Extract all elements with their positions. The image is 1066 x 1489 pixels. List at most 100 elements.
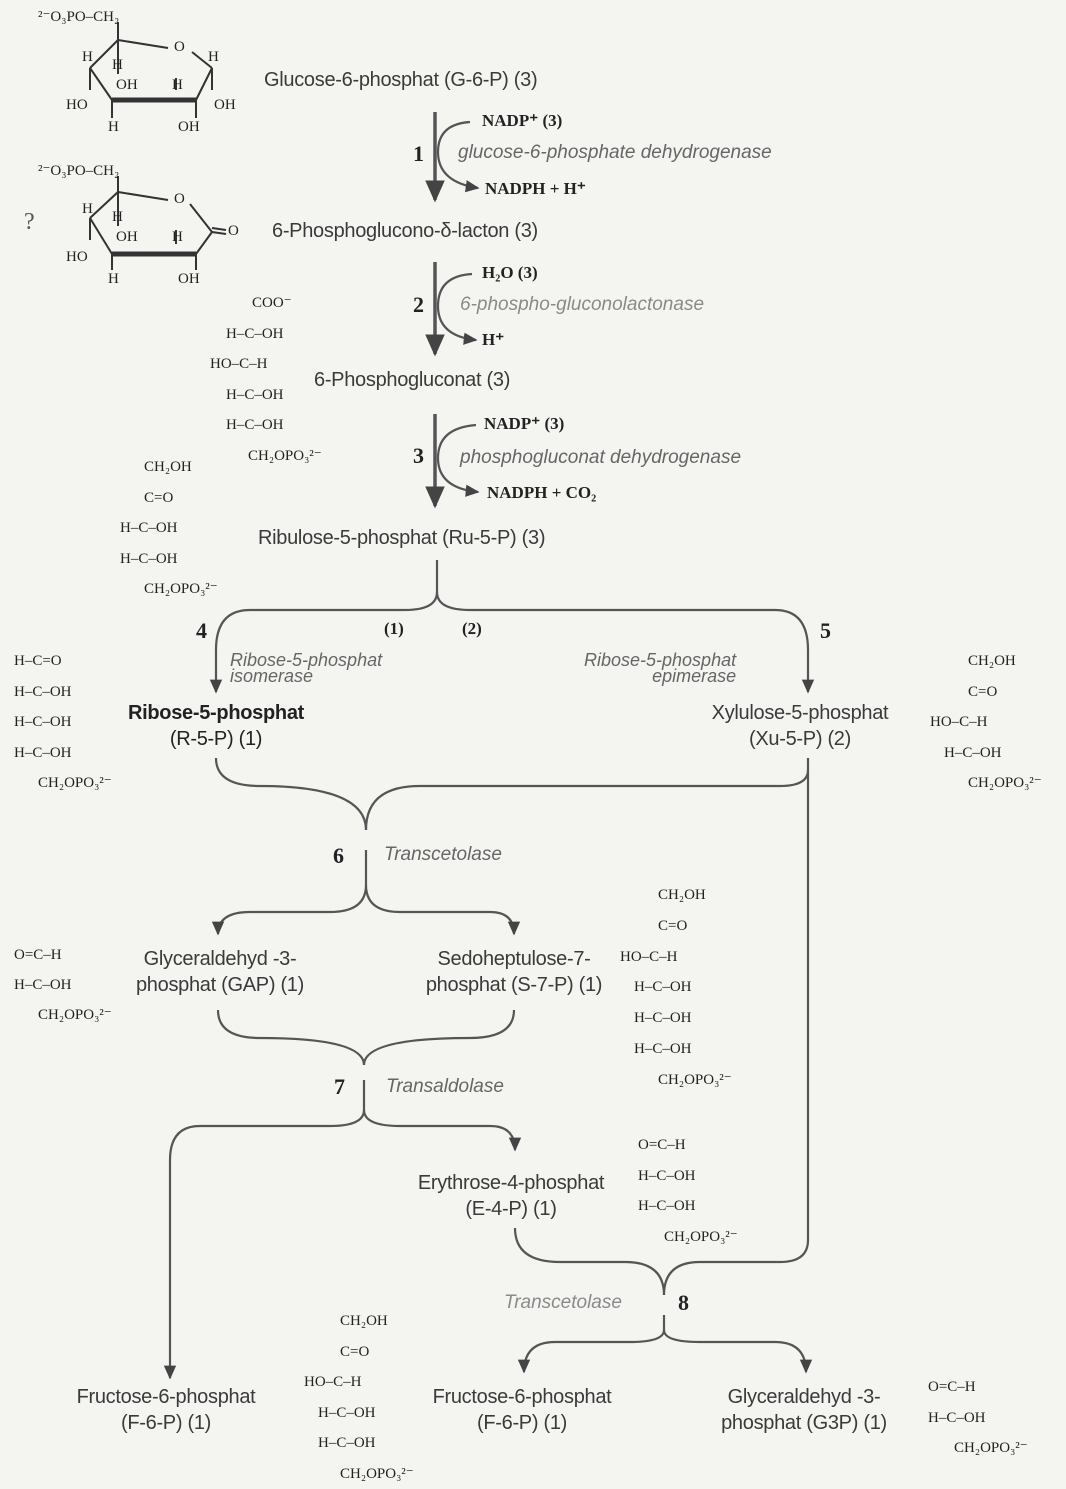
e4p-line1: Erythrose-4-phosphat <box>398 1170 624 1196</box>
struct-line: H–C–OH <box>226 410 322 441</box>
structure-gluconat: COO⁻ H–C–OH HO–C–H H–C–OH H–C–OH CH₂OPO₃… <box>226 288 322 471</box>
split-8-left-arrow <box>524 1315 664 1372</box>
g6p-atom: H <box>172 78 183 93</box>
structure-e4p: O=C–H H–C–OH H–C–OH CH₂OPO₃²⁻ <box>638 1130 738 1252</box>
lacton-label: 6-Phosphoglucono-δ-lacton (3) <box>272 221 538 241</box>
struct-line: C=O <box>930 677 1042 708</box>
struct-line: H–C–OH <box>620 972 732 1003</box>
enzyme-6: Transcetolase <box>384 845 502 864</box>
structure-s7p: CH₂OH C=O HO–C–H H–C–OH H–C–OH H–C–OH CH… <box>620 880 732 1096</box>
step-8-number: 8 <box>678 1292 689 1314</box>
f6p-mid-line1: Fructose-6-phosphat <box>412 1384 632 1410</box>
struct-line: CH₂OH <box>120 452 218 483</box>
structure-gap: O=C–H H–C–OH CH₂OPO₃²⁻ <box>14 940 112 1030</box>
step1-nadp-in: NADP⁺ (3) <box>482 112 562 129</box>
g6p-atom: H <box>108 120 119 135</box>
lacton-atom: H <box>82 202 93 217</box>
struct-line: H–C–OH <box>120 513 218 544</box>
enzyme-1: glucose-6-phosphate dehydrogenase <box>458 143 772 162</box>
struct-line: CH₂OPO₃²⁻ <box>226 441 322 472</box>
s7p-line1: Sedoheptulose-7- <box>398 946 630 972</box>
split-8-right-arrow <box>664 1330 806 1372</box>
enzyme-4: Ribose-5-phosphat isomerase <box>230 652 382 684</box>
g6p-atom: HO <box>66 98 88 113</box>
enzyme-7: Transaldolase <box>386 1077 504 1096</box>
step-3-number: 3 <box>413 445 424 467</box>
g6p-atom: OH <box>178 120 200 135</box>
step1-nadph-out: NADPH + H⁺ <box>485 180 586 197</box>
enzyme-3: phosphogluconat dehydrogenase <box>460 448 741 467</box>
g6p-atom: H <box>112 58 123 73</box>
struct-line: HO–C–H <box>210 349 322 380</box>
struct-line: HO–C–H <box>930 707 1042 738</box>
r5p-name: Ribose-5-phosphat <box>106 700 326 726</box>
struct-line: H–C–OH <box>14 707 112 738</box>
struct-line: H–C–OH <box>14 677 112 708</box>
struct-line: CH₂OPO₃²⁻ <box>14 768 112 799</box>
gap-line2: phosphat (GAP) (1) <box>110 972 330 998</box>
structure-f6p: CH₂OH C=O HO–C–H H–C–OH H–C–OH CH₂OPO₃²⁻ <box>304 1306 414 1489</box>
step-5-number: 5 <box>820 620 831 642</box>
branch-label-left: (1) <box>384 620 404 637</box>
lacton-atom: O <box>228 224 239 239</box>
s7p-line2: phosphat (S-7-P) (1) <box>398 972 630 998</box>
gap-line1: Glyceraldehyd -3- <box>110 946 330 972</box>
g6p-atom: O <box>174 40 185 55</box>
enzyme-5-line2: epimerase <box>584 668 736 684</box>
struct-line: H–C–OH <box>226 319 322 350</box>
xu5p-abbr: (Xu-5-P) (2) <box>690 726 910 752</box>
lacton-atom: H <box>112 210 123 225</box>
struct-line: O=C–H <box>638 1130 738 1161</box>
struct-line: H–C–OH <box>638 1191 738 1222</box>
struct-line: H–C–OH <box>638 1161 738 1192</box>
struct-line: CH₂OPO₃²⁻ <box>638 1222 738 1253</box>
g6p-ring <box>90 22 212 118</box>
question-mark: ? <box>24 210 35 234</box>
g6p-atom: H <box>82 50 93 65</box>
e4p-line2: (E-4-P) (1) <box>398 1196 624 1222</box>
merge-6-right <box>366 758 808 830</box>
enzyme-4-line2: isomerase <box>230 668 382 684</box>
struct-line: CH₂OH <box>304 1306 414 1337</box>
merge-6-left <box>216 758 366 830</box>
struct-line: O=C–H <box>928 1372 1028 1403</box>
lacton-phosphate: ²⁻O₃PO–CH₂ <box>38 164 119 179</box>
struct-line: H–C–OH <box>14 970 112 1000</box>
struct-line: C=O <box>620 911 732 942</box>
struct-line: O=C–H <box>14 940 112 970</box>
struct-line: HO–C–H <box>304 1367 414 1398</box>
step-2-number: 2 <box>413 294 424 316</box>
struct-line: H–C–OH <box>928 1403 1028 1434</box>
lacton-atom: HO <box>66 250 88 265</box>
step2-water-in: H₂O (3) <box>482 264 538 281</box>
f6p-left-label: Fructose-6-phosphat (F-6-P) (1) <box>56 1384 276 1436</box>
enzyme-5: Ribose-5-phosphat epimerase <box>584 652 736 684</box>
struct-line: H–C–OH <box>304 1428 414 1459</box>
g3p-line2: phosphat (G3P) (1) <box>694 1410 914 1436</box>
step2-proton-out: H⁺ <box>482 331 504 348</box>
xu5p-name: Xylulose-5-phosphat <box>690 700 910 726</box>
branch-label-right: (2) <box>462 620 482 637</box>
struct-line: CH₂OPO₃²⁻ <box>304 1459 414 1489</box>
xu5p-label: Xylulose-5-phosphat (Xu-5-P) (2) <box>690 700 910 752</box>
struct-line: CH₂OPO₃²⁻ <box>14 1000 112 1030</box>
ru5p-label: Ribulose-5-phosphat (Ru-5-P) (3) <box>258 528 545 548</box>
merge-7-left <box>218 1010 364 1065</box>
f6p-left-line2: (F-6-P) (1) <box>56 1410 276 1436</box>
gap-label: Glyceraldehyd -3- phosphat (GAP) (1) <box>110 946 330 998</box>
struct-line: COO⁻ <box>226 288 322 319</box>
struct-line: CH₂OPO₃²⁻ <box>120 574 218 605</box>
structure-ru5p: CH₂OH C=O H–C–OH H–C–OH CH₂OPO₃²⁻ <box>120 452 218 605</box>
lacton-atom: H <box>108 272 119 287</box>
step3-nadph-out: NADPH + CO₂ <box>487 484 596 501</box>
struct-line: H–C–OH <box>930 738 1042 769</box>
g3p-label: Glyceraldehyd -3- phosphat (G3P) (1) <box>694 1384 914 1436</box>
struct-line: CH₂OPO₃²⁻ <box>928 1433 1028 1464</box>
struct-line: H–C–OH <box>226 380 322 411</box>
struct-line: H–C–OH <box>620 1003 732 1034</box>
struct-line: C=O <box>304 1337 414 1368</box>
struct-line: H–C–OH <box>620 1034 732 1065</box>
struct-line: H–C–OH <box>304 1398 414 1429</box>
step-4-number: 4 <box>196 620 207 642</box>
struct-line: H–C–OH <box>14 738 112 769</box>
